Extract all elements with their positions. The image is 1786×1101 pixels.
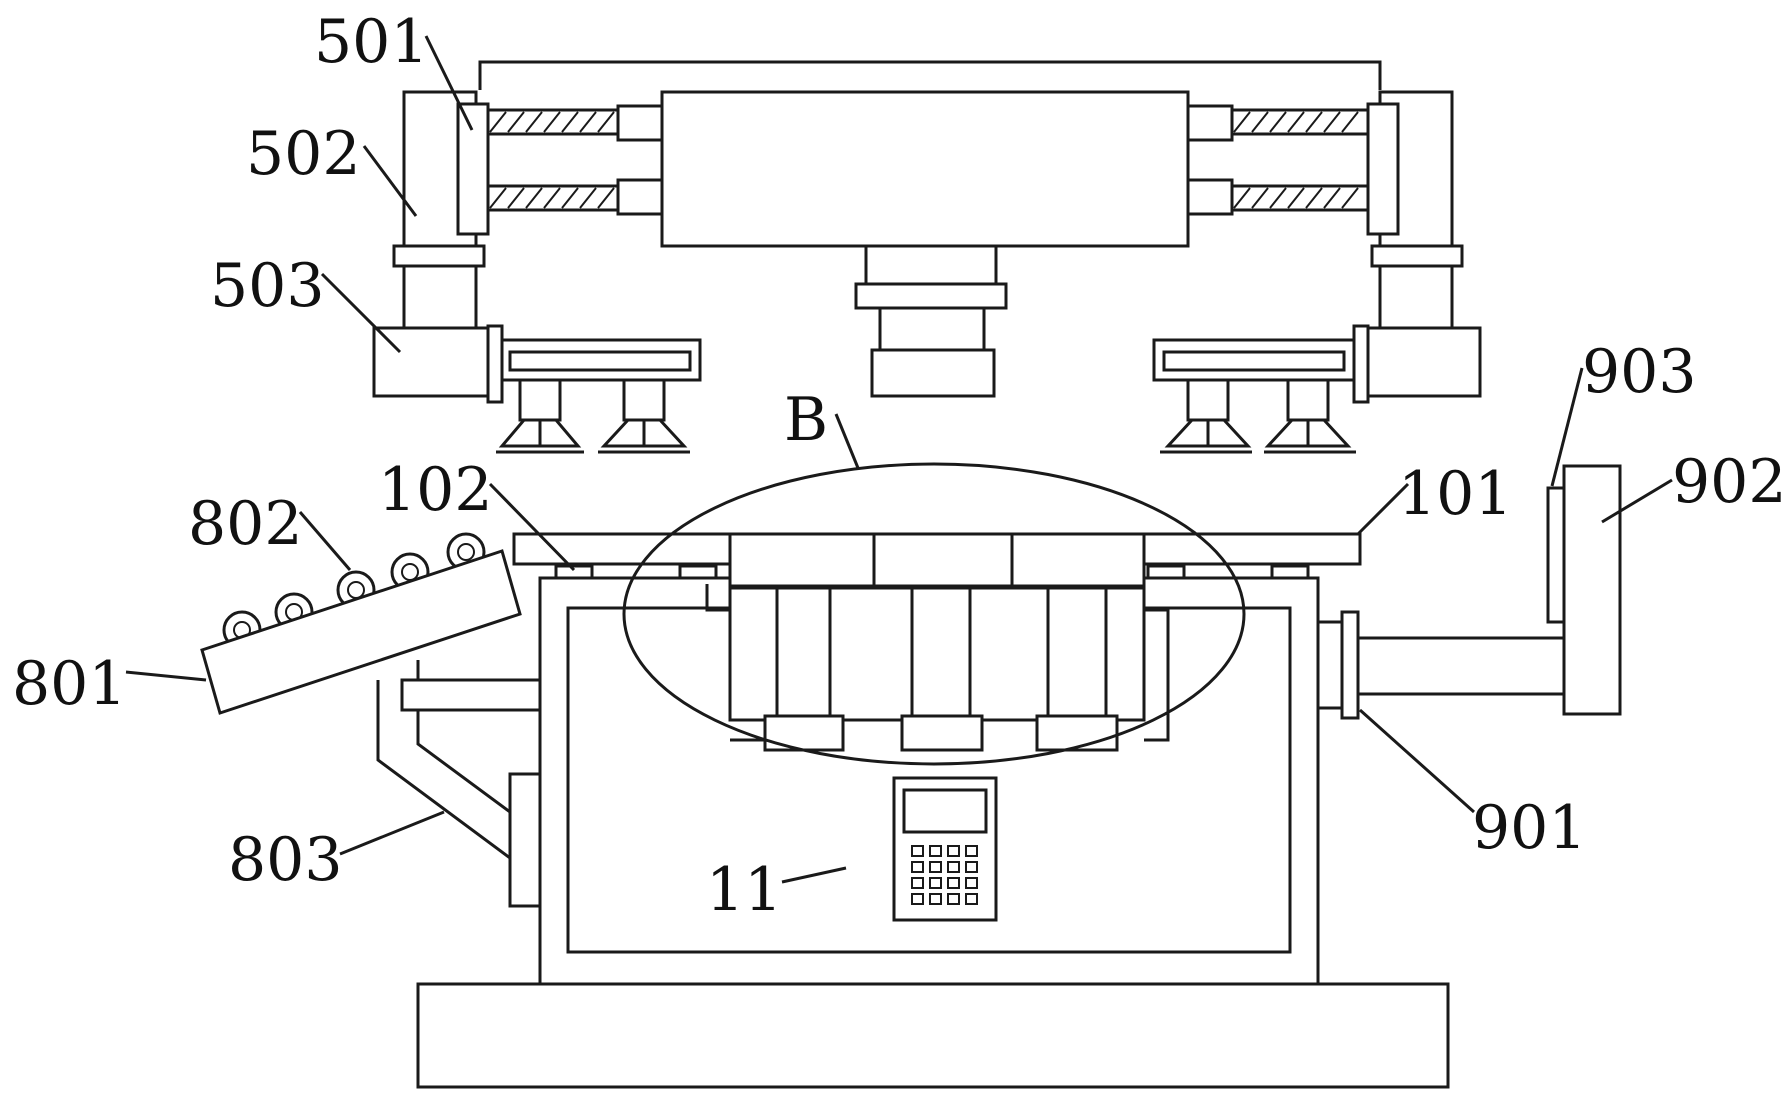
label-11: 11	[706, 855, 782, 925]
keypad-key	[929, 893, 942, 905]
keypad-key	[911, 845, 924, 857]
suction-head-right	[1152, 324, 1370, 454]
hatch-line	[1251, 187, 1269, 209]
hatch-line	[1233, 187, 1251, 209]
conveyor-plate-801	[200, 549, 522, 715]
hatch-line	[489, 111, 507, 133]
hatch-line	[1341, 187, 1359, 209]
hatch-line	[1251, 111, 1269, 133]
hatch-line	[1269, 111, 1287, 133]
label-902: 902	[1672, 447, 1786, 517]
side-rotating-arm	[1316, 464, 1622, 720]
hatch-line	[489, 187, 507, 209]
hatch-line	[561, 111, 579, 133]
keypad-key	[947, 861, 960, 873]
keypad-key	[965, 893, 978, 905]
keypad-key	[929, 877, 942, 889]
keypad-key	[947, 877, 960, 889]
keypad-key	[911, 877, 924, 889]
hatch-line	[1233, 111, 1251, 133]
keypad-key	[965, 845, 978, 857]
label-102: 102	[378, 455, 493, 525]
hatch-line	[1269, 187, 1287, 209]
keypad-key	[929, 845, 942, 857]
center-block-top	[728, 532, 1146, 588]
hatch-line	[579, 187, 597, 209]
label-801: 801	[12, 649, 127, 719]
label-802: 802	[188, 489, 303, 559]
hatch-line	[1323, 187, 1341, 209]
label-101: 101	[1398, 459, 1513, 529]
hatch-line	[1305, 187, 1323, 209]
keypad	[911, 845, 978, 905]
suction-head-left	[486, 324, 702, 454]
hatch-line	[507, 187, 525, 209]
label-502: 502	[246, 119, 361, 189]
hatch-line	[543, 187, 561, 209]
hatch-line	[525, 111, 543, 133]
hatch-line	[1323, 111, 1341, 133]
detail-circle-b	[622, 462, 1246, 766]
hatch-line	[1287, 187, 1305, 209]
keypad-key	[947, 893, 960, 905]
label-b: B	[784, 385, 828, 455]
hatch-line	[543, 111, 561, 133]
base-plate	[416, 982, 1450, 1089]
keypad-key	[929, 861, 942, 873]
hatch-line	[525, 187, 543, 209]
side-plate-903	[1546, 486, 1566, 624]
keypad-key	[911, 893, 924, 905]
keypad-key	[911, 861, 924, 873]
hatch-line	[597, 111, 615, 133]
hatch-line	[507, 111, 525, 133]
hatch-line	[561, 187, 579, 209]
keypad-key	[965, 877, 978, 889]
hatch-line	[1305, 111, 1323, 133]
keypad-key	[965, 861, 978, 873]
feed-conveyor	[200, 532, 542, 908]
hatch-line	[579, 111, 597, 133]
hatch-line	[1341, 111, 1359, 133]
screw-rod-hatching	[489, 111, 1359, 209]
hatch-line	[597, 187, 615, 209]
label-903: 903	[1582, 337, 1697, 407]
hatch-line	[1287, 111, 1305, 133]
label-803: 803	[228, 825, 343, 895]
label-501: 501	[314, 7, 429, 77]
side-block-902	[1562, 464, 1622, 716]
springs-102	[554, 564, 1310, 580]
control-panel	[892, 776, 998, 922]
label-901: 901	[1472, 793, 1587, 863]
leader-lines	[125, 35, 1673, 884]
keypad-key	[947, 845, 960, 857]
top-gantry	[372, 60, 1482, 398]
label-503: 503	[210, 251, 325, 321]
